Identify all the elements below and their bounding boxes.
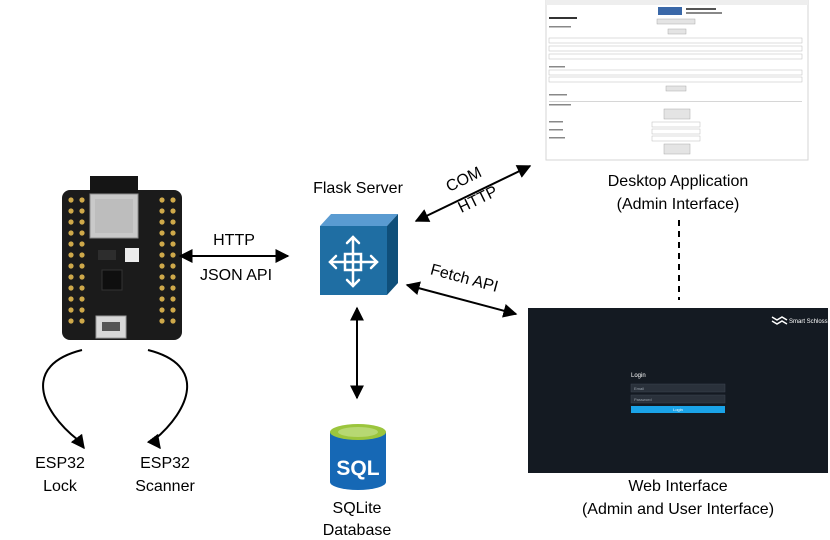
desktop-app-label-line2: (Admin Interface) [617,196,740,213]
board-to-lock-connector [42,349,85,450]
web-login-heading: Login [631,373,646,379]
esp32-scanner-label-line1: ESP32 [140,455,190,472]
web-password-field[interactable] [630,394,726,404]
flask-server-icon [320,214,398,295]
web-brand-name: Smart Schloss [789,319,828,325]
web-login-button[interactable] [631,406,725,413]
esp32-board-image [62,176,182,340]
sqlite-label-line2: Database [323,522,392,539]
web-email-field[interactable] [630,383,726,393]
sqlite-label-line1: SQLite [333,500,382,517]
sql-database-icon: SQL [330,424,386,490]
web-password-placeholder: Password [634,397,652,402]
esp-flask-label-json: JSON API [200,267,272,284]
board-to-scanner-connector [146,349,189,450]
esp-flask-label-http: HTTP [213,232,255,249]
web-interface-label-line1: Web Interface [628,478,727,495]
flask-web-label: Fetch API [428,261,499,295]
web-interface-label-line2: (Admin and User Interface) [582,501,774,518]
web-email-placeholder: Email [634,386,644,391]
web-login-button-label: Login [673,407,683,412]
flask-web-arrow [405,281,518,318]
flask-desktop-arrow [414,165,532,222]
web-interface-screenshot: Smart Schloss Login Email Password Login [528,308,828,473]
esp32-lock-label-line2: Lock [43,478,78,495]
esp32-scanner-label-line2: Scanner [135,478,195,495]
esp32-lock-label-line1: ESP32 [35,455,85,472]
desktop-app-label-line1: Desktop Application [608,173,749,190]
brand-logo-icon [771,316,788,325]
desktop-app-screenshot [545,0,809,161]
sql-icon-text: SQL [336,457,379,480]
flask-server-label: Flask Server [313,180,403,197]
